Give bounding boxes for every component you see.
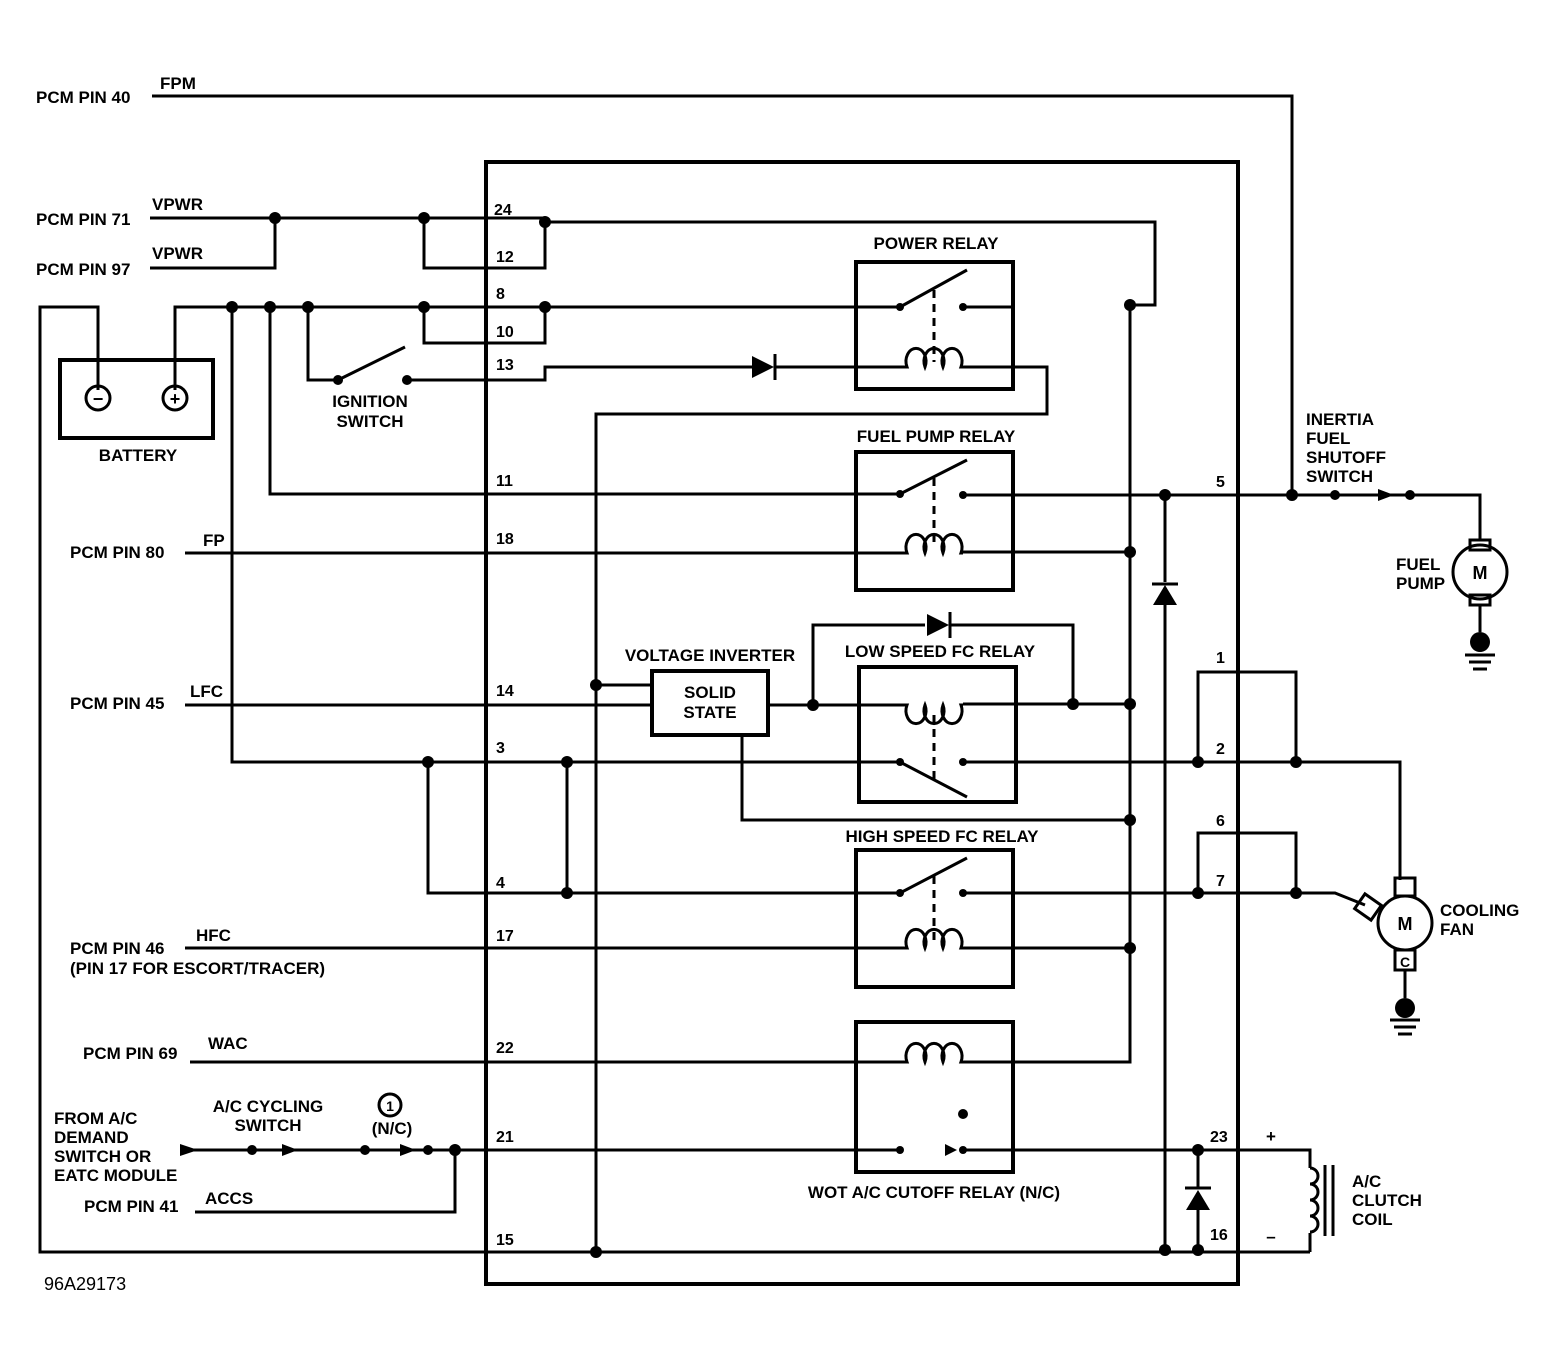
clutch-plus: + <box>1266 1127 1276 1146</box>
cooling-fan-ground-icon <box>1390 998 1420 1036</box>
pin-15: 15 <box>496 1232 514 1249</box>
inertia-label-3: SHUTOFF <box>1306 448 1386 467</box>
pin-16: 16 <box>1210 1227 1228 1244</box>
cooling-fan-motor: M C <box>1352 876 1434 972</box>
wot-ac-cutoff-relay <box>854 1020 1015 1174</box>
power-relay <box>854 260 1015 391</box>
wot-relay-label: WOT A/C CUTOFF RELAY (N/C) <box>808 1183 1060 1202</box>
ac-clutch-coil <box>1309 1165 1335 1236</box>
inertia-switch-arrow <box>1378 489 1394 501</box>
cooling-fan-label-1: COOLING <box>1440 901 1519 920</box>
solid-state-inverter: SOLID STATE <box>650 669 770 737</box>
clutch-label-3: COIL <box>1352 1210 1393 1229</box>
pin-7: 7 <box>1216 873 1225 890</box>
pcm-pin-97: PCM PIN 97 <box>36 260 130 279</box>
pin-21: 21 <box>496 1129 514 1146</box>
voltage-inverter-label: VOLTAGE INVERTER <box>625 646 795 665</box>
fuel-pump-label-1: FUEL <box>1396 555 1440 574</box>
pcm-pin-80: PCM PIN 80 <box>70 543 164 562</box>
nc-switch-arrow <box>400 1144 416 1156</box>
battery: − + BATTERY <box>58 358 215 465</box>
ac-demand-1: FROM A/C <box>54 1109 137 1128</box>
constant-control-relay-module <box>484 160 1240 1286</box>
inertia-label-4: SWITCH <box>1306 467 1373 486</box>
inertia-label-1: INERTIA <box>1306 410 1374 429</box>
nc-label: (N/C) <box>372 1119 413 1138</box>
ac-demand-arrow <box>180 1144 198 1156</box>
low-speed-relay-label: LOW SPEED FC RELAY <box>845 642 1036 661</box>
pcm-pin-46: PCM PIN 46 <box>70 939 164 958</box>
pin-6: 6 <box>1216 813 1225 830</box>
sig-lfc: LFC <box>190 682 223 701</box>
pin-22: 22 <box>496 1040 514 1057</box>
power-relay-label: POWER RELAY <box>873 234 999 253</box>
fuel-pump-relay <box>854 450 1015 592</box>
fuel-pump-ground-icon <box>1465 632 1495 671</box>
pin-23: 23 <box>1210 1129 1228 1146</box>
pin-17: 17 <box>496 928 514 945</box>
solid-label-2: STATE <box>683 703 736 722</box>
cooling-fan-motor-m: M <box>1398 914 1413 934</box>
pin-24: 24 <box>494 202 512 219</box>
pin-18: 18 <box>496 531 514 548</box>
ignition-label-2: SWITCH <box>336 412 403 431</box>
pcm-pin-69: PCM PIN 69 <box>83 1044 177 1063</box>
pin-12: 12 <box>496 249 514 266</box>
inertia-label-2: FUEL <box>1306 429 1350 448</box>
ac-cycling-arrow <box>282 1144 298 1156</box>
pcm-pin-45: PCM PIN 45 <box>70 694 164 713</box>
sig-wac: WAC <box>208 1034 248 1053</box>
pin-1: 1 <box>1216 650 1225 667</box>
wires <box>38 94 1482 1254</box>
labels: PCM PIN 40 FPM PCM PIN 71 VPWR PCM PIN 9… <box>36 74 1519 1249</box>
pin-5: 5 <box>1216 474 1225 491</box>
nc-ref: 1 <box>386 1098 394 1114</box>
pin-8: 8 <box>496 286 505 303</box>
fuel-pump-motor-m: M <box>1473 563 1488 583</box>
pin-3: 3 <box>496 740 505 757</box>
figure-id: 96A29173 <box>44 1274 126 1294</box>
ac-demand-3: SWITCH OR <box>54 1147 151 1166</box>
battery-neg-sign: − <box>93 389 104 409</box>
battery-pos-sign: + <box>170 389 181 409</box>
pin-14: 14 <box>496 683 514 700</box>
nc-ref-circle <box>377 1092 403 1118</box>
pin-11: 11 <box>496 473 513 490</box>
clutch-label-2: CLUTCH <box>1352 1191 1422 1210</box>
battery-label: BATTERY <box>99 446 178 465</box>
sig-vpwr-1: VPWR <box>152 195 203 214</box>
junctions <box>226 212 1340 1258</box>
pin-4: 4 <box>496 875 505 892</box>
sig-accs: ACCS <box>205 1189 253 1208</box>
pin-13: 13 <box>496 357 514 374</box>
pcm-pin-46-note: (PIN 17 FOR ESCORT/TRACER) <box>70 959 325 978</box>
low-speed-fc-relay <box>857 665 1018 804</box>
sig-hfc: HFC <box>196 926 231 945</box>
ac-cycling-2: SWITCH <box>234 1116 301 1135</box>
pcm-pin-41: PCM PIN 41 <box>84 1197 178 1216</box>
fuel-pump-label-2: PUMP <box>1396 574 1445 593</box>
cooling-fan-label-2: FAN <box>1440 920 1474 939</box>
clutch-minus: – <box>1266 1227 1275 1246</box>
ac-cycling-1: A/C CYCLING <box>213 1097 324 1116</box>
ignition-label-1: IGNITION <box>332 392 408 411</box>
sig-fp: FP <box>203 531 225 550</box>
pin-2: 2 <box>1216 741 1225 758</box>
pin-10: 10 <box>496 324 514 341</box>
ac-demand-4: EATC MODULE <box>54 1166 177 1185</box>
sig-vpwr-2: VPWR <box>152 244 203 263</box>
cooling-fan-c: C <box>1400 954 1410 970</box>
diodes <box>752 354 1211 1210</box>
high-speed-fc-relay <box>854 848 1015 989</box>
pcm-pin-71: PCM PIN 71 <box>36 210 130 229</box>
clutch-label-1: A/C <box>1352 1172 1381 1191</box>
solid-label-1: SOLID <box>684 683 736 702</box>
fuel-pump-motor: M <box>1451 538 1509 607</box>
pcm-pin-40: PCM PIN 40 <box>36 88 130 107</box>
fuel-pump-relay-label: FUEL PUMP RELAY <box>857 427 1016 446</box>
ac-demand-2: DEMAND <box>54 1128 129 1147</box>
high-speed-relay-label: HIGH SPEED FC RELAY <box>845 827 1039 846</box>
sig-fpm: FPM <box>160 74 196 93</box>
